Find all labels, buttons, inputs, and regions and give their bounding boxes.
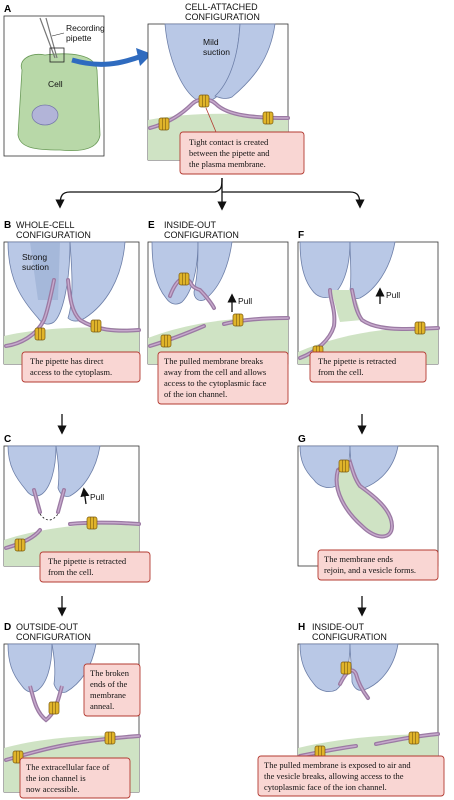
panel-d: D OUTSIDE-OUT CONFIGURATION The broken e… [3, 622, 141, 799]
svg-text:from the cell.: from the cell. [318, 367, 364, 377]
svg-text:The pipette is retracted: The pipette is retracted [318, 356, 397, 366]
label-recording: Recording [66, 23, 105, 33]
svg-text:INSIDE-OUT: INSIDE-OUT [164, 220, 217, 230]
svg-text:of the ion channel.: of the ion channel. [164, 389, 227, 399]
label-cell: Cell [48, 79, 63, 89]
cell-body [17, 53, 101, 152]
callout-retracted-c [39, 551, 151, 583]
svg-text:CONFIGURATION: CONFIGURATION [16, 632, 91, 642]
svg-text:WHOLE-CELL: WHOLE-CELL [16, 220, 75, 230]
mild-label: Mild [203, 37, 219, 47]
pipette-line [39, 17, 56, 59]
cell-attached-heading-1: CELL-ATTACHED [185, 2, 258, 12]
svg-text:OUTSIDE-OUT: OUTSIDE-OUT [16, 622, 79, 632]
svg-text:Tight contact is created: Tight contact is created [189, 137, 269, 147]
svg-text:Strong: Strong [22, 252, 47, 262]
zoom-box [49, 47, 65, 63]
callout-whole-cell [21, 351, 141, 383]
panel-letter-a: A [4, 4, 11, 15]
svg-text:The pulled membrane breaks: The pulled membrane breaks [164, 356, 263, 366]
callout-inside-out-h [257, 755, 445, 797]
svg-text:cytoplasmic face of the ion ch: cytoplasmic face of the ion channel. [264, 782, 387, 792]
callout-cell-attached [179, 131, 305, 175]
svg-text:The pipette has direct: The pipette has direct [30, 356, 104, 366]
ion-channel [198, 94, 210, 108]
callout-anneal [83, 663, 141, 717]
panel-a: A Recording pipette Cell [3, 4, 152, 157]
cell-attached-heading-2: CONFIGURATION [185, 12, 260, 22]
svg-text:between the pipette and: between the pipette and [189, 148, 270, 158]
panel-b: B WHOLE-CELL CONFIGURATION Strong suctio… [3, 220, 141, 383]
callout-inside-out-e [157, 351, 289, 405]
svg-text:B: B [4, 220, 11, 231]
svg-text:Pull: Pull [238, 296, 252, 306]
svg-text:The pulled membrane is exposed: The pulled membrane is exposed to air an… [264, 760, 411, 770]
svg-text:CONFIGURATION: CONFIGURATION [164, 230, 239, 240]
panel-e: E INSIDE-OUT CONFIGURATION Pull The pull… [147, 220, 290, 405]
svg-text:access to the cytoplasm.: access to the cytoplasm. [30, 367, 112, 377]
svg-text:D: D [4, 622, 11, 633]
svg-text:G: G [298, 434, 306, 445]
zoom-arrow [71, 53, 143, 67]
svg-text:The broken: The broken [90, 668, 130, 678]
svg-text:suction: suction [22, 262, 49, 272]
svg-text:access to the cytoplasmic face: access to the cytoplasmic face [164, 378, 267, 388]
svg-text:anneal.: anneal. [90, 701, 114, 711]
panel-h: H INSIDE-OUT CONFIGURATION The pulled me… [257, 622, 445, 797]
callout-vesicle-g [317, 549, 439, 581]
panel-g: G The membrane ends rejoin, and a vesicl… [297, 434, 439, 581]
svg-text:the ion channel is: the ion channel is [26, 773, 86, 783]
callout-extracellular [19, 757, 131, 799]
svg-text:away from the cell and allows: away from the cell and allows [164, 367, 266, 377]
branch-arrows [55, 177, 365, 211]
svg-text:H: H [298, 622, 305, 633]
svg-text:The pipette is retracted: The pipette is retracted [48, 556, 127, 566]
nucleus [31, 104, 59, 126]
svg-text:the vesicle breaks, allowing a: the vesicle breaks, allowing access to t… [264, 771, 404, 781]
svg-text:rejoin, and a vesicle forms.: rejoin, and a vesicle forms. [324, 565, 416, 575]
svg-text:F: F [298, 230, 304, 241]
panel-f: F Pull The pipette is retracted from the… [297, 230, 440, 383]
svg-text:E: E [148, 220, 155, 231]
suction-label: suction [203, 47, 230, 57]
svg-text:Pull: Pull [90, 492, 104, 502]
svg-text:CONFIGURATION: CONFIGURATION [312, 632, 387, 642]
svg-text:ends of the: ends of the [90, 679, 128, 689]
svg-text:C: C [4, 434, 11, 445]
svg-text:membrane: membrane [90, 690, 126, 700]
svg-text:INSIDE-OUT: INSIDE-OUT [312, 622, 365, 632]
panel-c: C Pull The pipette is retracted from the… [3, 434, 151, 583]
svg-text:from the cell.: from the cell. [48, 567, 94, 577]
callout-retracted-f [309, 351, 427, 383]
svg-text:the plasma membrane.: the plasma membrane. [189, 159, 266, 169]
svg-text:Pull: Pull [386, 290, 400, 300]
svg-text:The membrane ends: The membrane ends [324, 554, 393, 564]
label-pipette: pipette [66, 33, 92, 43]
panel-cell-attached: CELL-ATTACHED CONFIGURATION Mild suction… [147, 2, 305, 175]
svg-text:now accessible.: now accessible. [26, 784, 79, 794]
svg-text:The extracellular face of: The extracellular face of [26, 762, 109, 772]
svg-text:CONFIGURATION: CONFIGURATION [16, 230, 91, 240]
